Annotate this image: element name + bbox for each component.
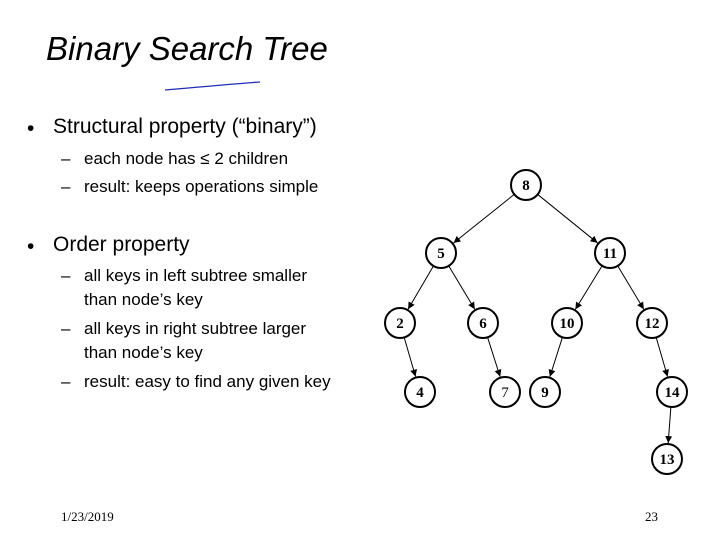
dash-marker: – bbox=[61, 372, 71, 391]
tree-node-2: 2 bbox=[384, 307, 416, 339]
tree-node-circle bbox=[467, 307, 499, 339]
sub-bullet-left-subtree-cont: than node’s key bbox=[84, 290, 203, 309]
bullet-dot: • bbox=[27, 117, 35, 140]
tree-edge-8-11 bbox=[537, 194, 598, 244]
tree-node-9: 9 bbox=[529, 376, 561, 408]
tree-node-circle bbox=[529, 376, 561, 408]
tree-node-5: 5 bbox=[425, 237, 457, 269]
tree-node-circle bbox=[594, 237, 626, 269]
tree-node-circle bbox=[656, 376, 688, 408]
tree-node-circle bbox=[489, 376, 521, 408]
tree-node-8: 8 bbox=[510, 169, 542, 201]
tree-node-12: 12 bbox=[636, 307, 668, 339]
dash-marker: – bbox=[61, 177, 71, 196]
tree-node-14: 14 bbox=[656, 376, 688, 408]
tree-node-label: 4 bbox=[416, 385, 424, 401]
tree-edge-6-7 bbox=[487, 337, 502, 377]
tree-edge-5-6 bbox=[448, 265, 476, 310]
tree-node-label: 13 bbox=[660, 452, 675, 468]
tree-node-label: 14 bbox=[665, 385, 681, 401]
tree-node-circle bbox=[651, 443, 683, 475]
tree-node-label: 11 bbox=[603, 246, 617, 262]
dash-marker: – bbox=[61, 319, 71, 338]
tree-node-11: 11 bbox=[594, 237, 626, 269]
dash-marker: – bbox=[61, 266, 71, 285]
tree-node-label: 8 bbox=[522, 178, 530, 194]
tree-node-13: 13 bbox=[651, 443, 683, 475]
slide-title: Binary Search Tree bbox=[46, 30, 328, 67]
sub-bullet-right-subtree: all keys in right subtree larger bbox=[84, 319, 307, 338]
tree-edge-12-14 bbox=[655, 337, 669, 377]
tree-node-10: 10 bbox=[551, 307, 583, 339]
tree-edge-2-4 bbox=[403, 337, 417, 377]
bullet-order-property: Order property bbox=[53, 233, 190, 256]
sub-bullet-right-subtree-cont: than node’s key bbox=[84, 343, 203, 362]
tree-node-label: 5 bbox=[437, 246, 445, 262]
tree-node-7: 7 bbox=[489, 376, 521, 408]
tree-node-label: 12 bbox=[645, 316, 660, 332]
tree-node-label: 2 bbox=[396, 316, 404, 332]
tree-node-6: 6 bbox=[467, 307, 499, 339]
bullet-dot: • bbox=[27, 235, 35, 258]
tree-node-circle bbox=[510, 169, 542, 201]
tree-node-circle bbox=[551, 307, 583, 339]
tree-edge-11-12 bbox=[617, 265, 645, 310]
sub-bullet-children: each node has ≤ 2 children bbox=[84, 149, 289, 168]
tree-edge-10-9 bbox=[548, 337, 563, 377]
tree-edge-8-5 bbox=[453, 193, 515, 244]
tree-node-label: 6 bbox=[479, 316, 487, 332]
tree-node-circle bbox=[384, 307, 416, 339]
footer-date: 1/23/2019 bbox=[61, 509, 114, 524]
sub-bullet-find-key: result: easy to find any given key bbox=[84, 372, 331, 391]
tree-node-label: 7 bbox=[501, 385, 509, 401]
tree-node-circle bbox=[404, 376, 436, 408]
tree-node-circle bbox=[636, 307, 668, 339]
tree-node-4: 4 bbox=[404, 376, 436, 408]
tree-edge-11-10 bbox=[574, 265, 603, 310]
footer-page-number: 23 bbox=[645, 509, 658, 524]
dash-marker: – bbox=[61, 149, 71, 168]
tree-edges bbox=[403, 193, 673, 444]
tree-node-label: 10 bbox=[560, 316, 575, 332]
tree-edge-5-2 bbox=[407, 265, 434, 310]
tree-node-circle bbox=[425, 237, 457, 269]
tree-edge-14-13 bbox=[665, 406, 673, 444]
bullet-structural-property: Structural property (“binary”) bbox=[53, 115, 317, 138]
tree-node-label: 9 bbox=[541, 385, 549, 401]
sub-bullet-left-subtree: all keys in left subtree smaller bbox=[84, 266, 307, 285]
sub-bullet-simple: result: keeps operations simple bbox=[84, 177, 319, 196]
tree-nodes: 8 5 11 2 6 10 12 4 7 9 14 13 bbox=[384, 169, 688, 475]
title-underline-stroke bbox=[164, 81, 261, 91]
